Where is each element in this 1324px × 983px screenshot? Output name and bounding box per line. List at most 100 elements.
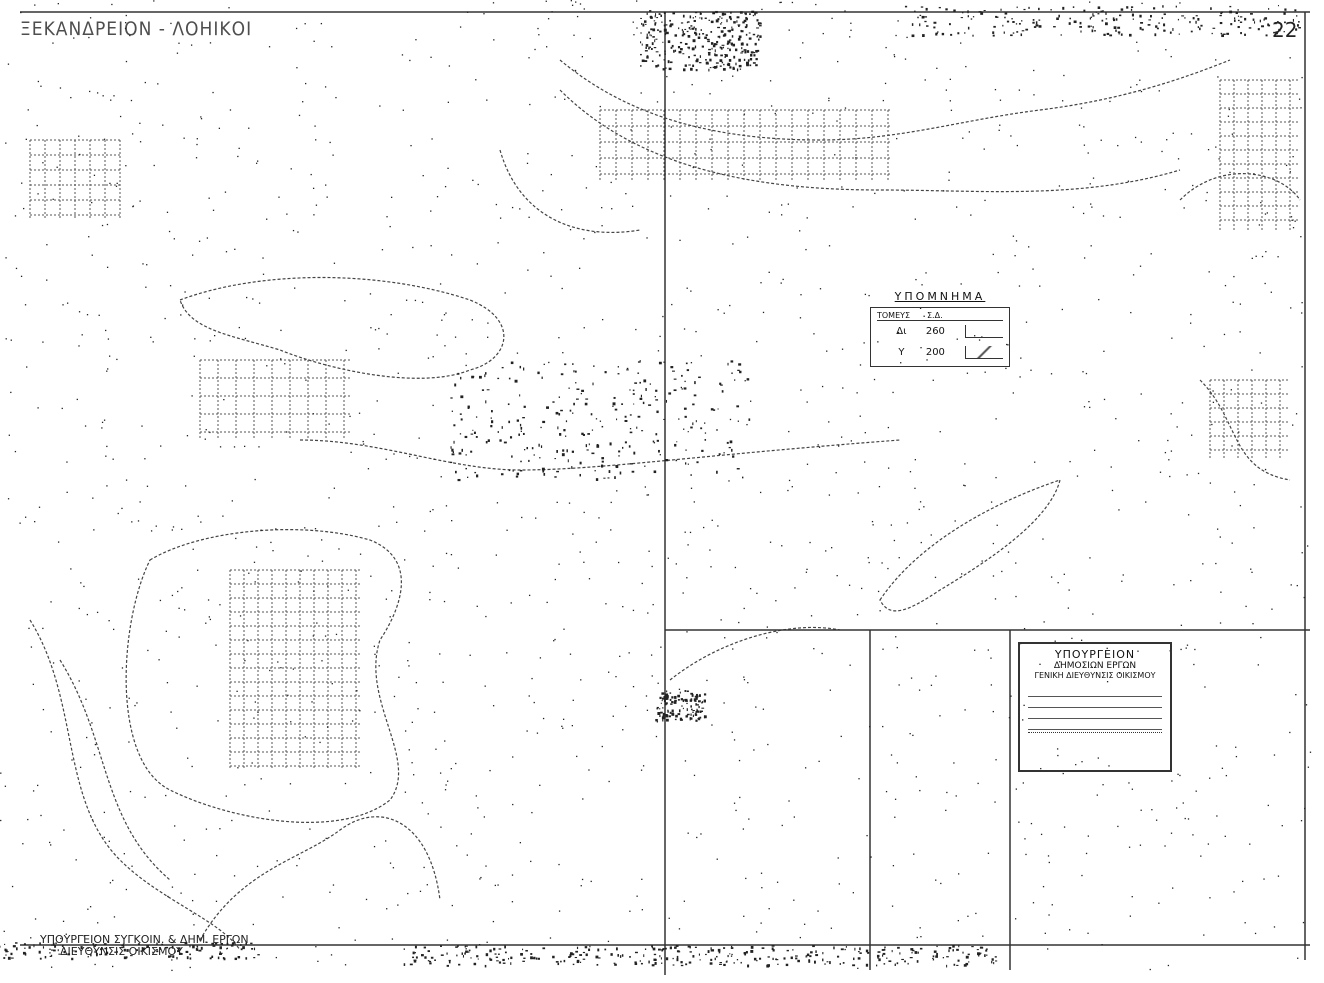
scan-speck <box>1092 15 1095 17</box>
scan-speck <box>268 46 271 48</box>
scan-speck <box>920 935 922 938</box>
scan-speck <box>571 724 573 727</box>
scan-speck <box>730 17 732 21</box>
scan-speck <box>1038 25 1042 28</box>
scan-speck <box>155 525 157 527</box>
scan-speck <box>1190 133 1193 135</box>
scan-speck <box>673 49 675 53</box>
scan-speck <box>956 338 958 340</box>
scan-speck <box>1097 6 1101 9</box>
scan-speck <box>177 590 179 593</box>
scan-speck <box>652 36 655 38</box>
scan-speck <box>689 951 692 953</box>
scan-speck <box>1260 636 1262 639</box>
scan-speck <box>669 61 673 64</box>
scan-speck <box>754 12 756 16</box>
scan-speck <box>1022 719 1024 721</box>
scan-speck <box>59 87 62 89</box>
scan-speck <box>321 539 323 541</box>
scan-speck <box>1281 825 1283 827</box>
scan-speck <box>1140 809 1142 811</box>
scan-speck <box>720 619 722 621</box>
scan-speck <box>445 505 448 507</box>
scan-speck <box>61 407 63 410</box>
scan-speck <box>664 50 666 53</box>
scan-speck <box>1192 834 1194 836</box>
scan-speck <box>471 375 474 379</box>
scan-speck <box>800 294 802 296</box>
scan-speck <box>893 539 896 542</box>
scan-speck <box>254 581 256 583</box>
legend-header-sector: ΤΟΜΕΥΣ <box>877 311 911 320</box>
scan-speck <box>86 736 88 739</box>
scan-speck <box>786 949 789 952</box>
scan-speck <box>256 160 259 162</box>
scan-speck <box>1015 562 1017 564</box>
scan-speck <box>629 431 633 434</box>
scan-speck <box>321 560 324 562</box>
scan-speck <box>713 43 717 46</box>
street-grid <box>229 569 360 770</box>
scan-speck <box>200 521 202 523</box>
scan-speck <box>626 369 629 371</box>
scan-speck <box>914 459 917 461</box>
scan-speck <box>562 352 564 354</box>
scan-speck <box>101 421 104 424</box>
scan-speck <box>564 363 567 366</box>
scan-speck <box>1039 285 1041 287</box>
scan-speck <box>834 154 836 156</box>
scan-speck <box>1014 918 1017 920</box>
scan-speck <box>732 648 734 650</box>
scan-speck <box>1237 15 1239 17</box>
scan-speck <box>91 819 94 821</box>
scan-speck <box>397 904 399 906</box>
scan-speck <box>477 958 479 960</box>
scan-speck <box>748 418 751 421</box>
scan-speck <box>716 65 718 69</box>
scan-speck <box>186 956 189 960</box>
scan-speck <box>198 240 201 242</box>
scan-speck <box>523 367 525 371</box>
scan-speck <box>747 681 749 684</box>
scan-speck <box>619 955 622 958</box>
scan-speck <box>646 237 648 239</box>
scan-speck <box>691 27 695 30</box>
scan-speck <box>200 946 203 950</box>
scan-speck <box>257 711 259 713</box>
scan-speck <box>619 655 621 658</box>
scan-speck <box>238 326 240 329</box>
scan-speck <box>740 52 743 54</box>
scan-speck <box>693 698 697 702</box>
scan-speck <box>430 245 432 247</box>
scan-speck <box>446 780 449 782</box>
scan-speck <box>925 272 927 274</box>
scan-speck <box>182 304 184 306</box>
scan-speck <box>672 12 676 15</box>
scan-speck <box>932 957 934 960</box>
scan-speck <box>1137 50 1139 52</box>
scan-speck <box>1118 509 1120 511</box>
scan-speck <box>614 408 618 411</box>
contour <box>499 149 641 233</box>
scan-speck <box>129 790 132 793</box>
scan-speck <box>429 599 431 601</box>
scan-speck <box>732 67 735 70</box>
scan-speck <box>596 963 599 966</box>
scan-speck <box>657 64 660 67</box>
scan-speck <box>78 607 80 610</box>
scan-speck <box>926 25 929 27</box>
scan-speck <box>174 950 176 953</box>
scan-speck <box>542 470 545 473</box>
scan-speck <box>675 563 677 565</box>
scan-speck <box>729 304 731 307</box>
scan-speck <box>667 557 669 559</box>
scan-speck <box>508 377 511 380</box>
scan-speck <box>749 64 752 67</box>
scan-speck <box>909 957 913 959</box>
contour <box>59 659 171 881</box>
scan-speck <box>709 549 711 551</box>
scan-speck <box>450 553 453 556</box>
scan-speck <box>215 900 218 902</box>
scan-speck <box>12 945 16 948</box>
